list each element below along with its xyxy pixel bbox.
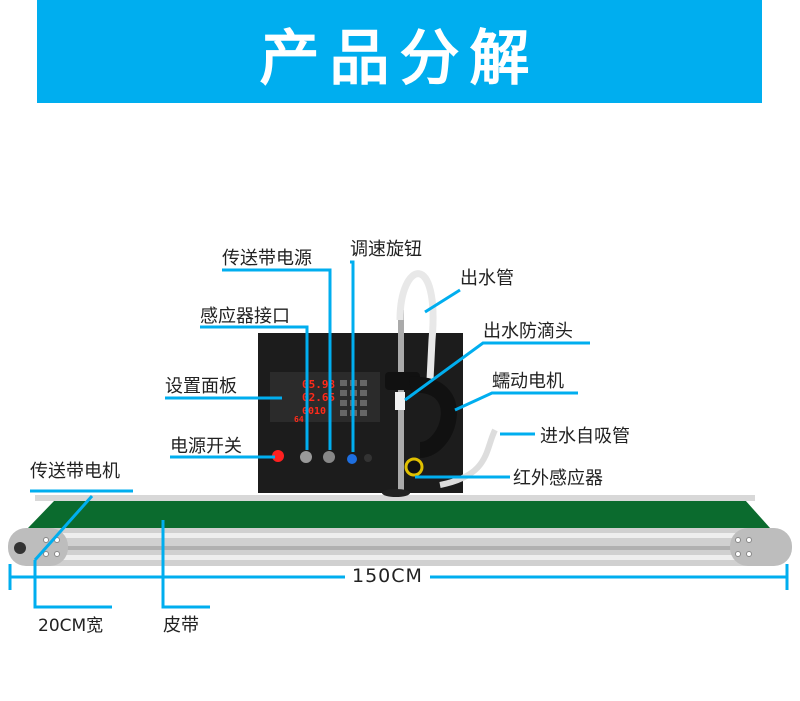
label-peristaltic-motor: 蠕动电机 bbox=[492, 371, 564, 392]
leader-lines bbox=[30, 260, 590, 609]
display-row-3: 0010 bbox=[302, 406, 326, 417]
speed-knob-icon bbox=[347, 454, 357, 464]
filling-machine: 05.98 02.65 0010 64 bbox=[258, 270, 498, 497]
label-power-switch: 电源开关 bbox=[170, 436, 242, 457]
label-infrared-sensor: 红外感应器 bbox=[513, 468, 603, 489]
title-banner: 产品分解 bbox=[37, 0, 762, 103]
display-row-2: 02.65 bbox=[302, 391, 335, 404]
conveyor bbox=[8, 495, 792, 566]
label-inlet-pipe: 进水自吸管 bbox=[540, 426, 630, 447]
conveyor-belt bbox=[28, 500, 770, 528]
label-sensor-port: 感应器接口 bbox=[200, 306, 290, 327]
label-conveyor-motor: 传送带电机 bbox=[30, 461, 120, 482]
display-row-1: 05.98 bbox=[302, 378, 335, 391]
banner-title: 产品分解 bbox=[259, 24, 540, 94]
motor-shaft-icon bbox=[14, 542, 26, 554]
label-control-panel: 设置面板 bbox=[165, 376, 237, 397]
label-outlet-pipe: 出水管 bbox=[460, 268, 514, 289]
label-width: 20CM宽 bbox=[38, 616, 104, 636]
length-dimension bbox=[8, 564, 789, 590]
label-length: 150CM bbox=[352, 565, 423, 587]
label-belt: 皮带 bbox=[163, 615, 199, 636]
label-conveyor-power: 传送带电源 bbox=[222, 248, 312, 269]
label-speed-knob: 调速旋钮 bbox=[350, 239, 422, 260]
display-row-4: 64 bbox=[294, 415, 304, 424]
label-anti-drip-head: 出水防滴头 bbox=[483, 321, 573, 342]
power-switch-icon bbox=[272, 450, 284, 462]
